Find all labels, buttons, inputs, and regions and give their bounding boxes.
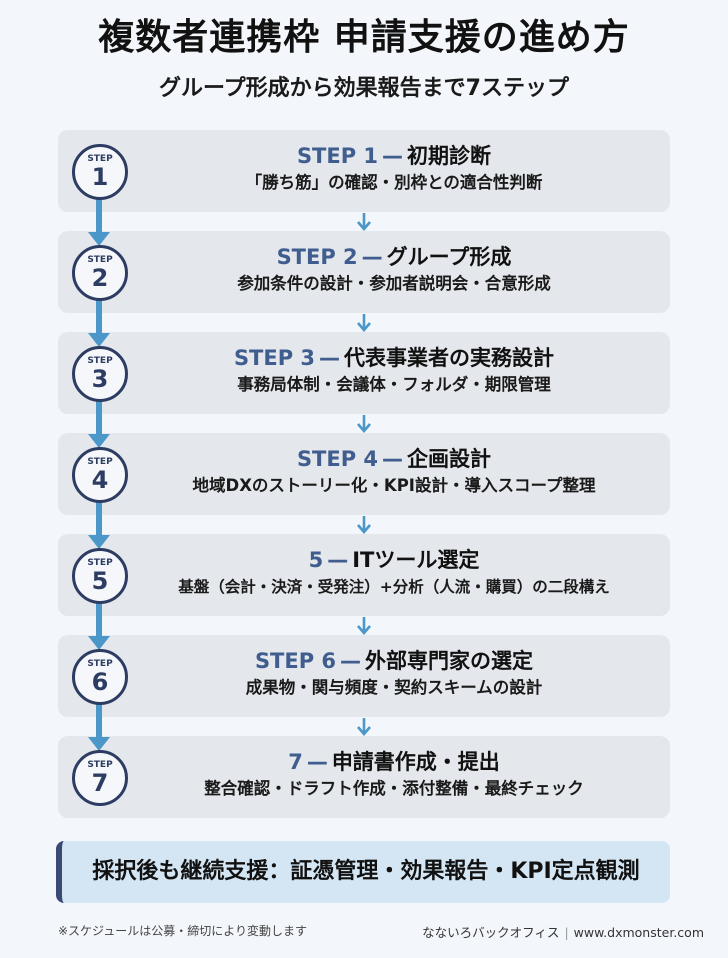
step-badge-label: STEP xyxy=(87,154,113,164)
step-separator: — xyxy=(340,649,362,673)
step-description: 「勝ち筋」の確認・別枠との適合性判断 xyxy=(245,173,543,192)
step-label: 5 xyxy=(308,548,324,572)
page-title: 複数者連携枠 申請支援の進め方 xyxy=(98,17,630,58)
step-badge-label: STEP xyxy=(87,659,113,669)
step-separator: — xyxy=(382,447,404,471)
down-arrow-icon xyxy=(357,516,371,534)
step-badge-5: STEP 5 xyxy=(72,548,128,604)
step-description: 成果物・関与頻度・契約スキームの設計 xyxy=(245,678,543,697)
step-card-5: 5—ITツール選定 基盤（会計・決済・受発注）+分析（人流・購買）の二段構え xyxy=(58,534,670,616)
step-badge-number: 3 xyxy=(91,365,109,393)
schedule-note: ※スケジュールは公募・締切により変動します xyxy=(58,924,307,938)
step-title: 外部専門家の選定 xyxy=(365,649,534,673)
step-separator: — xyxy=(361,245,383,269)
connector-arrow-1-2 xyxy=(96,196,102,234)
step-label: STEP 4 xyxy=(296,447,379,471)
step-title: グループ形成 xyxy=(386,245,512,269)
step-label: STEP 2 xyxy=(276,245,358,269)
footer-divider: | xyxy=(564,925,569,940)
step-badge-7: STEP 7 xyxy=(72,750,128,806)
banner-text: 採択後も継続支援：証憑管理・効果報告・KPI定点観測 xyxy=(92,859,640,884)
step-badge-number: 4 xyxy=(91,466,109,494)
connector-arrow-2-3 xyxy=(96,297,102,335)
brand-url: www.dxmonster.com xyxy=(573,925,704,940)
step-separator: — xyxy=(327,548,349,572)
step-card-1: STEP 1—初期診断 「勝ち筋」の確認・別枠との適合性判断 xyxy=(58,130,670,212)
step-badge-number: 7 xyxy=(91,769,109,797)
post-award-support-banner: 採択後も継続支援：証憑管理・効果報告・KPI定点観測 xyxy=(56,841,670,903)
step-label: STEP 6 xyxy=(254,649,337,673)
step-card-3: STEP 3—代表事業者の実務設計 事務局体制・会議体・フォルダ・期限管理 xyxy=(58,332,670,414)
step-card-4: STEP 4—企画設計 地域DXのストーリー化・KPI設計・導入スコープ整理 xyxy=(58,433,670,515)
step-badge-3: STEP 3 xyxy=(72,346,128,402)
step-badge-number: 5 xyxy=(91,567,109,595)
step-heading: STEP 2—グループ形成 xyxy=(118,243,670,271)
step-badge-number: 1 xyxy=(91,163,109,191)
down-arrow-icon xyxy=(357,415,371,433)
arrow-head-icon xyxy=(88,737,110,751)
down-arrow-icon xyxy=(357,213,371,231)
step-separator: — xyxy=(319,346,341,370)
arrow-head-icon xyxy=(88,333,110,347)
step-badge-number: 2 xyxy=(91,264,109,292)
page-subtitle: グループ形成から効果報告まで7ステップ xyxy=(159,76,569,101)
connector-arrow-5-6 xyxy=(96,600,102,638)
down-arrow-icon xyxy=(357,617,371,635)
step-title: ITツール選定 xyxy=(352,548,480,572)
step-badge-6: STEP 6 xyxy=(72,649,128,705)
step-card-6: STEP 6—外部専門家の選定 成果物・関与頻度・契約スキームの設計 xyxy=(58,635,670,717)
step-label: 7 xyxy=(288,750,303,774)
step-heading: 7—申請書作成・提出 xyxy=(118,748,670,776)
step-separator: — xyxy=(306,750,328,774)
down-arrow-icon xyxy=(357,314,371,332)
step-title: 初期診断 xyxy=(407,144,492,168)
footer-brand: なないろバックオフィス | www.dxmonster.com xyxy=(422,922,704,941)
down-arrow-icon xyxy=(357,718,371,736)
step-heading: 5—ITツール選定 xyxy=(118,546,670,574)
step-badge-label: STEP xyxy=(87,760,113,770)
step-description: 地域DXのストーリー化・KPI設計・導入スコープ整理 xyxy=(192,476,596,495)
step-heading: STEP 1—初期診断 xyxy=(118,142,670,170)
step-badge-4: STEP 4 xyxy=(72,447,128,503)
step-card-2: STEP 2—グループ形成 参加条件の設計・参加者説明会・合意形成 xyxy=(58,231,670,313)
arrow-head-icon xyxy=(88,535,110,549)
connector-arrow-3-4 xyxy=(96,398,102,436)
step-badge-label: STEP xyxy=(87,457,113,467)
step-card-7: 7—申請書作成・提出 整合確認・ドラフト作成・添付整備・最終チェック xyxy=(58,736,670,818)
step-title: 企画設計 xyxy=(407,447,492,471)
step-heading: STEP 4—企画設計 xyxy=(118,445,670,473)
step-heading: STEP 6—外部専門家の選定 xyxy=(118,647,670,675)
step-badge-1: STEP 1 xyxy=(72,144,128,200)
step-title: 代表事業者の実務設計 xyxy=(344,346,555,370)
connector-arrow-4-5 xyxy=(96,499,102,537)
step-label: STEP 1 xyxy=(296,144,379,168)
arrow-head-icon xyxy=(88,636,110,650)
step-badge-2: STEP 2 xyxy=(72,245,128,301)
step-description: 基盤（会計・決済・受発注）+分析（人流・購買）の二段構え xyxy=(178,578,610,596)
arrow-head-icon xyxy=(88,232,110,246)
step-description: 整合確認・ドラフト作成・添付整備・最終チェック xyxy=(204,779,584,798)
step-badge-label: STEP xyxy=(87,255,113,265)
step-heading: STEP 3—代表事業者の実務設計 xyxy=(118,344,670,372)
step-badge-number: 6 xyxy=(91,668,109,696)
connector-arrow-6-7 xyxy=(96,701,102,739)
step-description: 事務局体制・会議体・フォルダ・期限管理 xyxy=(237,375,551,394)
step-description: 参加条件の設計・参加者説明会・合意形成 xyxy=(237,274,551,293)
arrow-head-icon xyxy=(88,434,110,448)
step-label: STEP 3 xyxy=(233,346,316,370)
step-separator: — xyxy=(382,144,404,168)
step-badge-label: STEP xyxy=(87,558,113,568)
brand-name: なないろバックオフィス xyxy=(422,925,560,940)
step-badge-label: STEP xyxy=(87,356,113,366)
step-title: 申請書作成・提出 xyxy=(331,750,500,774)
